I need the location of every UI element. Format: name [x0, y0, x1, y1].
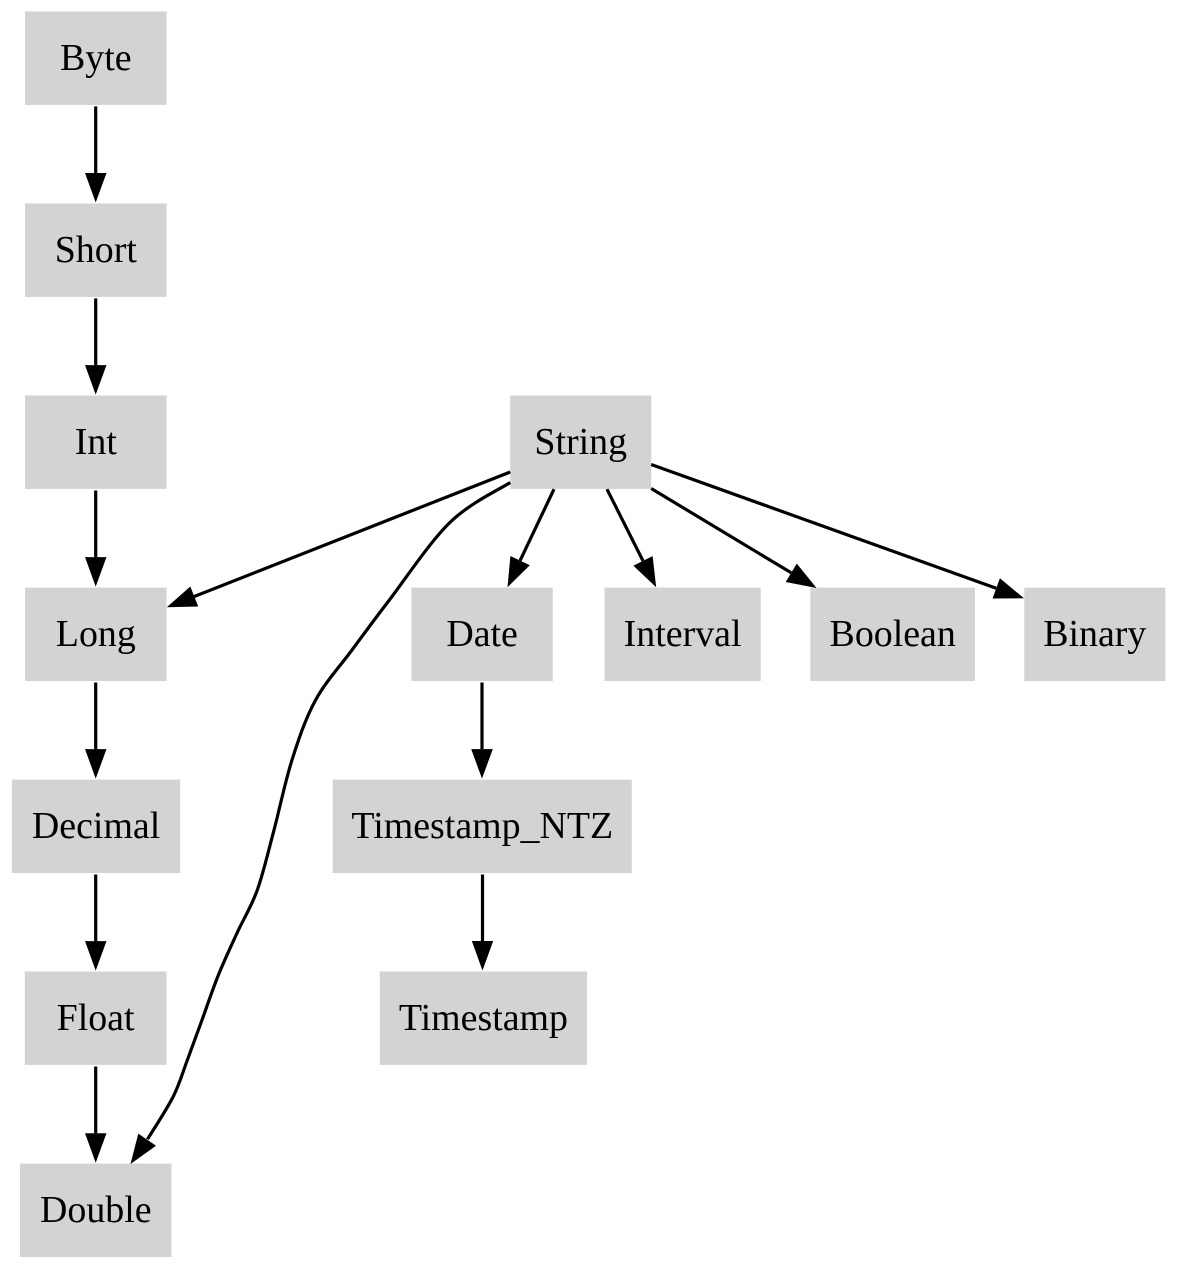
svg-text:Short: Short [55, 229, 138, 271]
svg-text:Binary: Binary [1043, 613, 1146, 655]
svg-text:Date: Date [446, 613, 518, 655]
svg-text:Double: Double [40, 1189, 152, 1231]
svg-text:Timestamp_NTZ: Timestamp_NTZ [351, 805, 613, 847]
svg-text:String: String [534, 421, 627, 463]
svg-text:Byte: Byte [60, 37, 132, 79]
svg-text:Timestamp: Timestamp [399, 997, 568, 1039]
svg-text:Interval: Interval [624, 613, 742, 655]
svg-text:Boolean: Boolean [830, 613, 956, 655]
svg-text:Int: Int [75, 421, 118, 463]
svg-text:Decimal: Decimal [32, 805, 160, 847]
svg-text:Float: Float [57, 997, 135, 1039]
svg-text:Long: Long [56, 613, 136, 655]
